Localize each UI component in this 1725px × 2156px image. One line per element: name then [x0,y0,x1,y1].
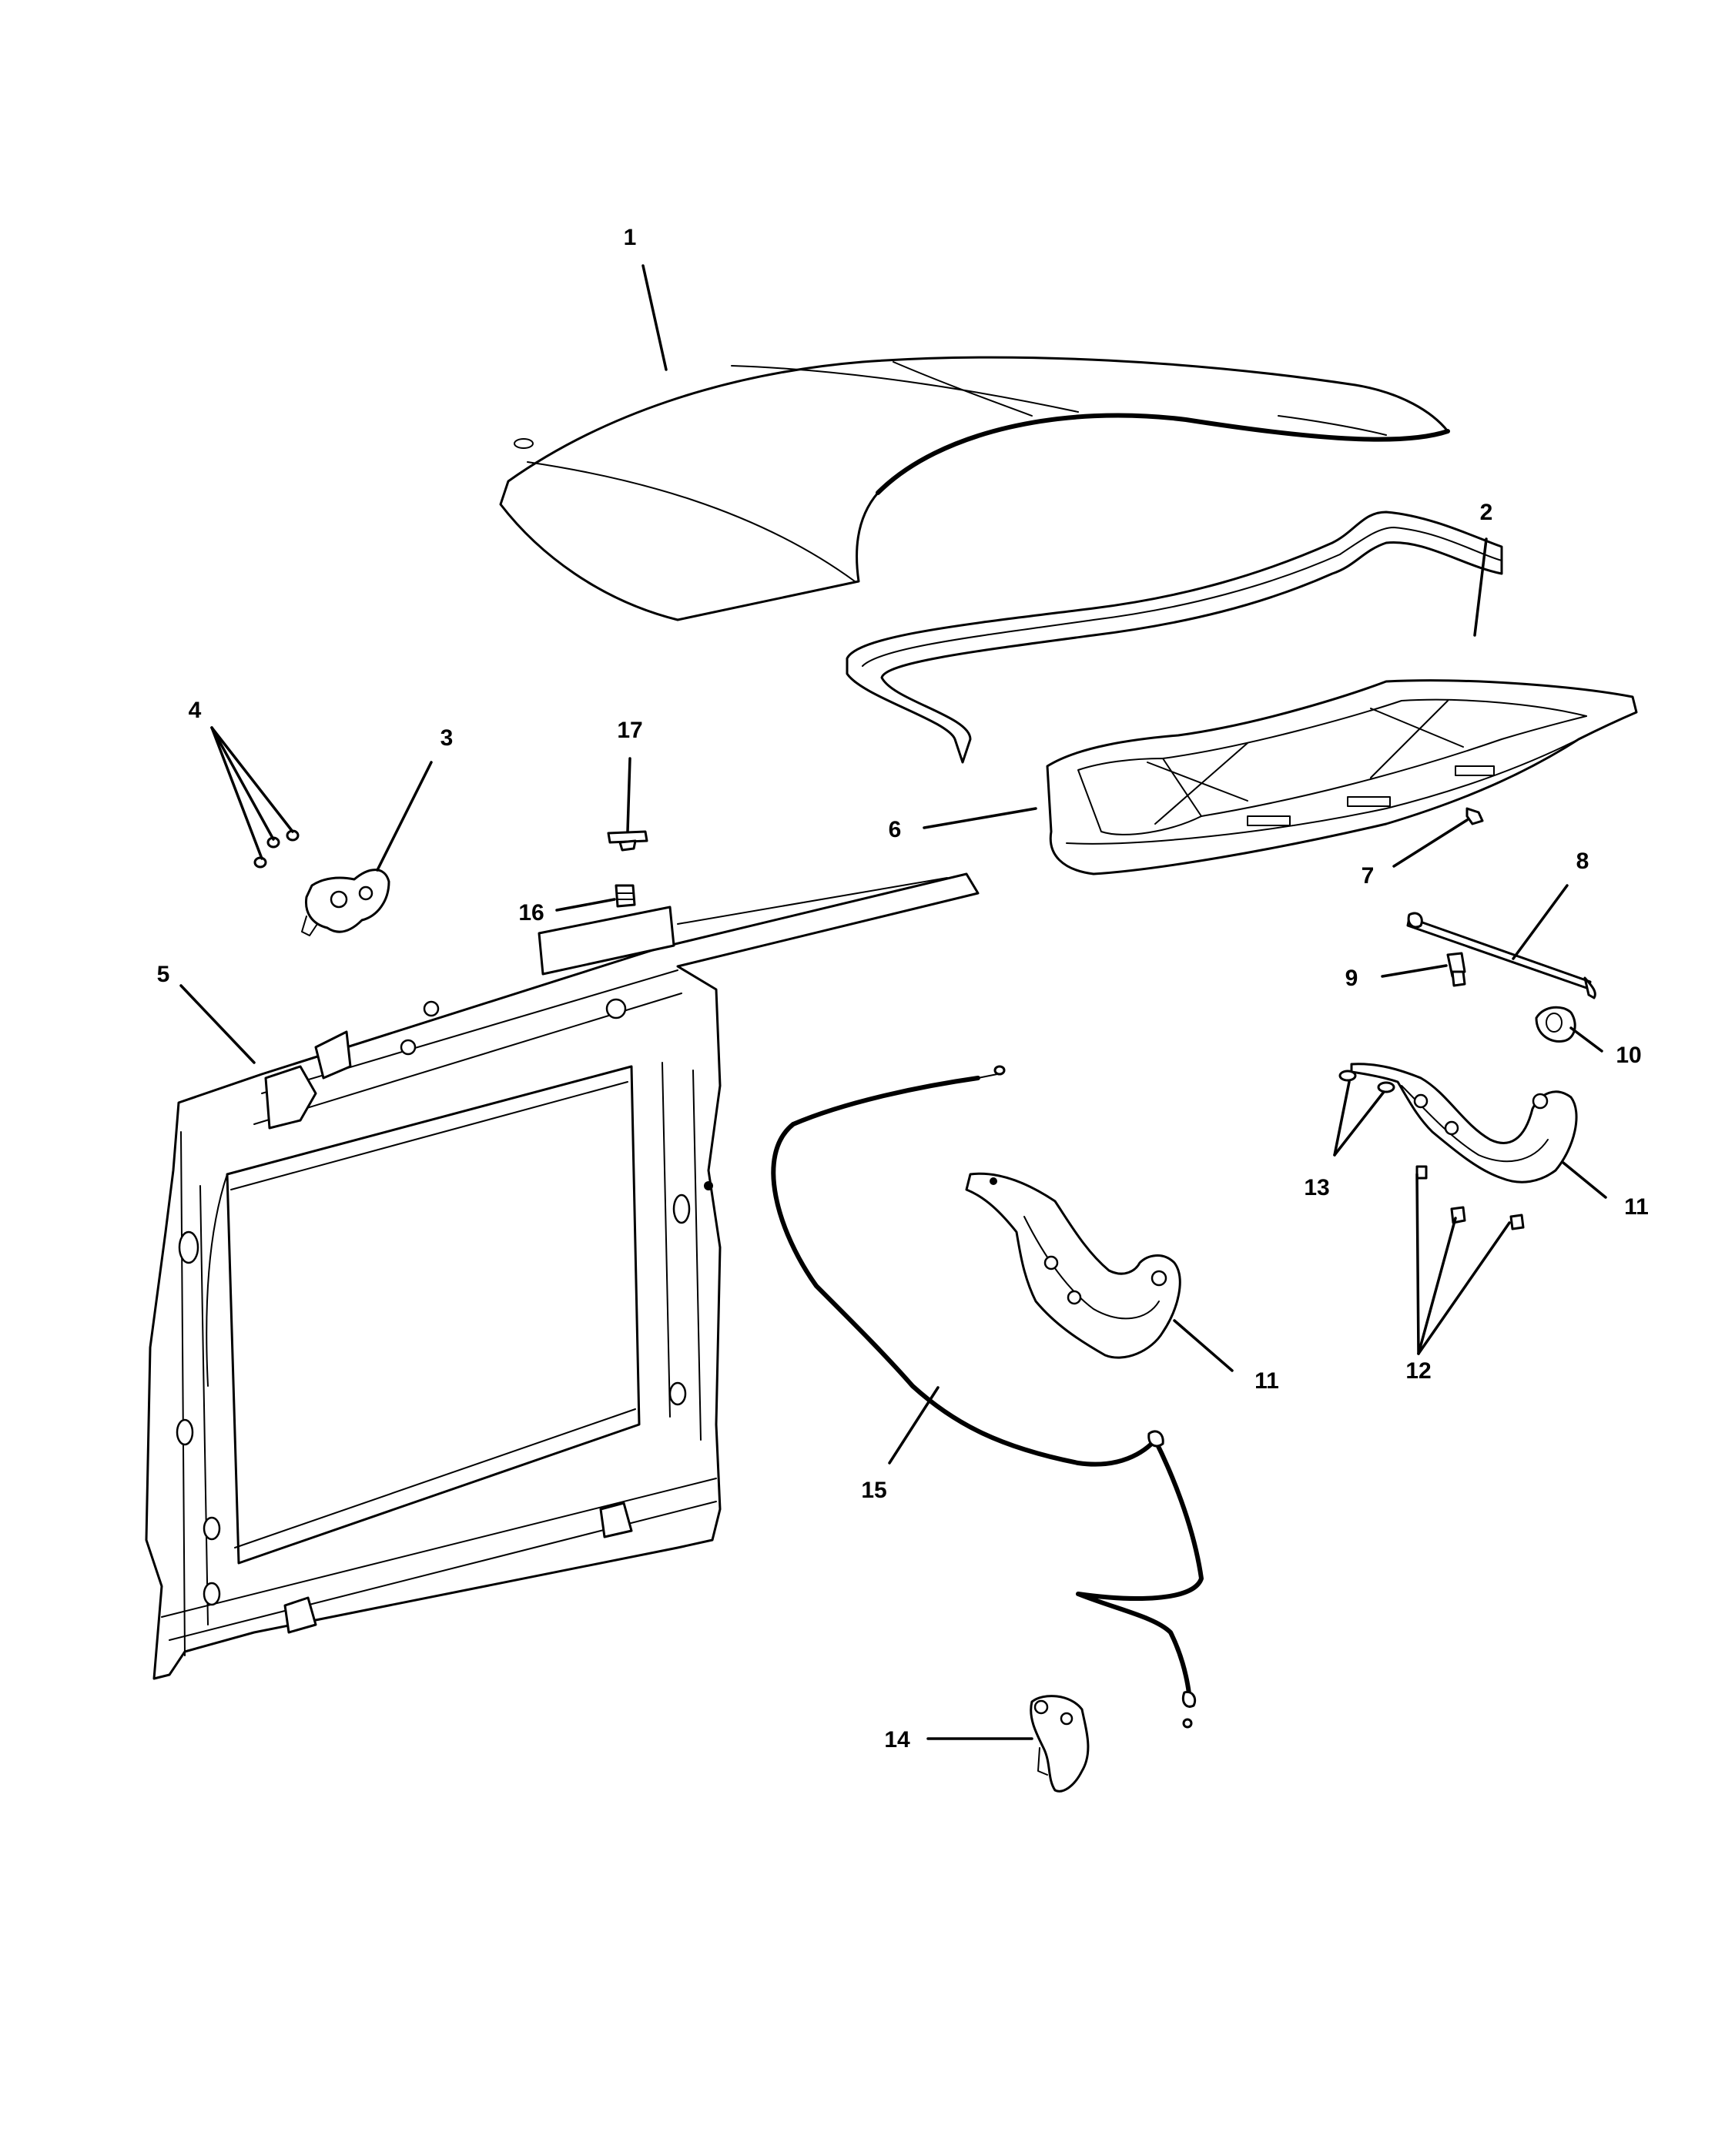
callout-14: 14 [884,1727,910,1753]
hood-latch[interactable] [301,869,390,936]
hood-seal[interactable] [846,511,1503,764]
callout-7: 7 [1362,863,1375,889]
callout-17: 17 [617,718,642,743]
release-cable[interactable] [771,1065,1204,1729]
callout-3: 3 [440,725,454,751]
radiator-support[interactable] [145,872,980,1680]
callout-2: 2 [1480,500,1493,525]
grommet[interactable] [1535,1006,1576,1043]
leader-lines [179,264,1607,1740]
hood-panel[interactable] [499,356,1450,621]
callout-9: 9 [1345,966,1358,991]
clip[interactable] [1465,807,1484,825]
release-handle[interactable] [1030,1695,1090,1793]
latch-bolts[interactable] [253,829,300,869]
callout-8: 8 [1576,849,1589,874]
prop-rod[interactable] [1406,912,1596,999]
rod-clip[interactable] [1446,952,1466,987]
callout-16: 16 [518,900,544,926]
callout-4: 4 [189,698,202,723]
callout-15: 15 [861,1478,886,1503]
callout-1: 1 [624,225,637,250]
callout-13: 13 [1304,1175,1329,1200]
callout-11-center: 11 [1254,1368,1279,1394]
hood-hinge-right[interactable] [1350,1063,1578,1183]
hood-inner-panel[interactable] [1046,679,1638,875]
callout-5: 5 [157,962,170,987]
push-pin[interactable] [607,830,648,852]
callout-12: 12 [1405,1358,1431,1384]
callout-11-right: 11 [1624,1194,1649,1220]
callout-6: 6 [889,817,902,842]
callout-labels: 1 2 3 4 5 6 7 8 9 10 11 11 12 13 14 15 1… [157,225,1649,1753]
bumper-stop[interactable] [615,884,636,908]
hood-hinge-center[interactable] [965,1172,1181,1359]
callout-10: 10 [1616,1043,1641,1068]
hinge-bolts[interactable] [1338,1070,1395,1093]
